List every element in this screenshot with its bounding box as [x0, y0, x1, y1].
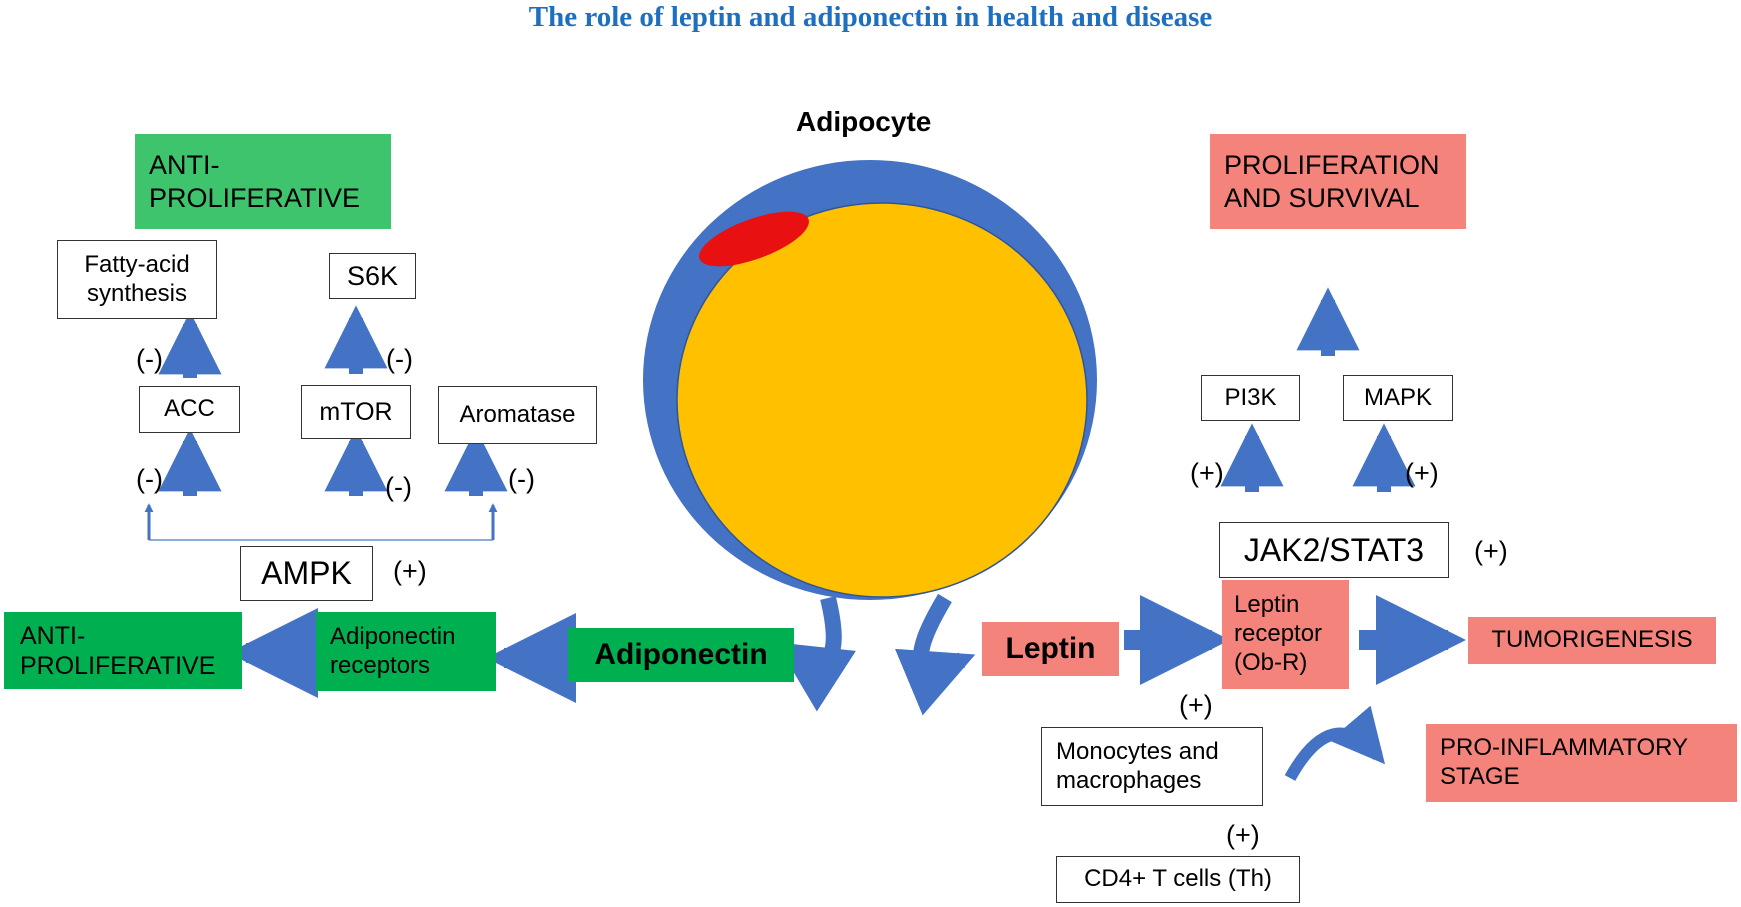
- lipid-droplet: [676, 202, 1088, 598]
- sign-acc: (-): [136, 464, 163, 494]
- fatty-acid-synthesis-box: Fatty-acid synthesis: [57, 240, 217, 319]
- monocytes-macrophages-box: Monocytes and macrophages: [1041, 727, 1263, 806]
- sign-jak2: (+): [1474, 536, 1508, 566]
- jak2-stat3-box: JAK2/STAT3: [1219, 522, 1449, 578]
- curved-arrow-to-pro-inflammatory: [1284, 705, 1386, 781]
- adipocyte-label: Adipocyte: [796, 106, 932, 137]
- sign-ampk: (+): [393, 556, 427, 586]
- adipocyte-cell: [643, 160, 1097, 600]
- nucleus: [699, 211, 809, 267]
- leptin-receptor-box: Leptin receptor (Ob-R): [1222, 580, 1349, 689]
- sign-s6k: (-): [386, 344, 413, 374]
- tumorigenesis-box: TUMORIGENESIS: [1468, 617, 1716, 664]
- mapk-box: MAPK: [1343, 375, 1453, 421]
- adiponectin-receptors-box: Adiponectin receptors: [316, 612, 496, 691]
- anti-proliferative-bottom-box: ANTI-PROLIFERATIVE: [4, 612, 242, 689]
- sign-aromatase: (-): [508, 464, 535, 494]
- ampk-branch-connector: [144, 503, 498, 541]
- pi3k-box: PI3K: [1201, 375, 1300, 421]
- acc-box: ACC: [139, 386, 240, 433]
- s6k-box: S6K: [329, 253, 416, 299]
- cd4-t-cells-box: CD4+ T cells (Th): [1056, 856, 1300, 903]
- sign-cd4: (+): [1226, 820, 1260, 850]
- sign-fatty-acid: (-): [136, 344, 163, 374]
- curved-arrow-adiponectin: [775, 596, 856, 712]
- proliferation-survival-box: PROLIFERATION AND SURVIVAL: [1210, 134, 1466, 229]
- adiponectin-box: Adiponectin: [568, 628, 794, 682]
- mtor-box: mTOR: [301, 385, 411, 439]
- aromatase-box: Aromatase: [438, 386, 597, 444]
- leptin-box: Leptin: [982, 622, 1119, 676]
- sign-mapk: (+): [1405, 458, 1439, 488]
- ampk-box: AMPK: [240, 546, 373, 601]
- sign-pi3k: (+): [1190, 458, 1224, 488]
- diagram-title: The role of leptin and adiponectin in he…: [528, 1, 1213, 33]
- sign-monocytes: (+): [1179, 690, 1213, 720]
- curved-arrow-leptin: [894, 593, 976, 716]
- pro-inflammatory-box: PRO-INFLAMMATORY STAGE: [1426, 724, 1737, 802]
- anti-proliferative-top-box: ANTI-PROLIFERATIVE: [135, 134, 391, 229]
- sign-mtor: (-): [385, 472, 412, 502]
